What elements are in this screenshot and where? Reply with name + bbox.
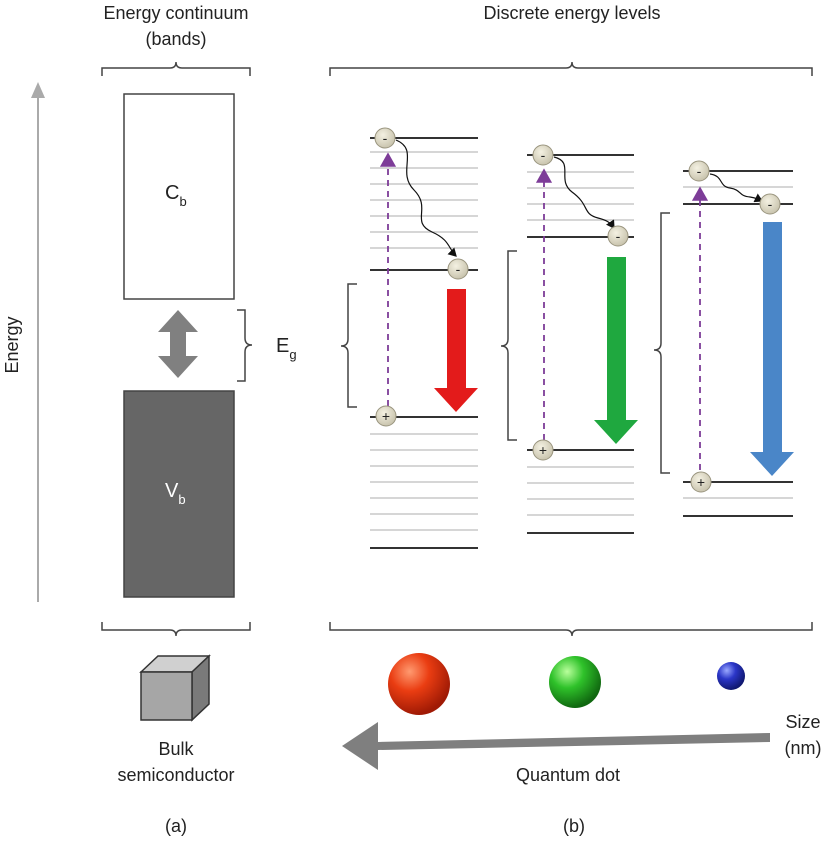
energy-axis-label: Energy: [2, 316, 22, 373]
hole-large: +: [375, 405, 397, 427]
conduction-band-label: Cb: [165, 182, 187, 209]
svg-text:-: -: [768, 196, 773, 212]
size-label: Size: [785, 712, 820, 732]
bandgap-label: Eg: [276, 335, 297, 362]
quantum-dot-large-red: [388, 653, 450, 715]
energy-axis-arrowhead: [31, 82, 45, 98]
size-arrow: [342, 722, 770, 770]
top-brace-bulk: [101, 61, 251, 76]
qd-relaxation-medium: [553, 156, 615, 229]
qd-gap-brace-medium: [500, 250, 517, 441]
electron-large-bottom: -: [447, 258, 469, 280]
svg-text:+: +: [539, 442, 547, 458]
continuum-heading-sub: (bands): [145, 29, 206, 49]
top-brace-quantum: [329, 61, 813, 76]
svg-text:-: -: [616, 228, 621, 244]
bottom-brace-quantum: [329, 622, 813, 637]
qd-gap-brace-large: [340, 283, 357, 408]
electron-small-bottom: -: [759, 193, 781, 215]
bulk-caption: Bulk: [158, 739, 194, 759]
electron-medium-top: -: [532, 144, 554, 166]
qd-emission-arrow-blue: [750, 222, 794, 476]
svg-text:-: -: [383, 130, 388, 146]
panel-b-label: (b): [563, 816, 585, 836]
qd-gap-brace-small: [653, 212, 670, 474]
quantum-dot-small-blue: [717, 662, 745, 690]
electron-large-top: -: [374, 127, 396, 149]
bulk-caption-sub: semiconductor: [117, 765, 234, 785]
svg-text:-: -: [456, 261, 461, 277]
discrete-heading: Discrete energy levels: [483, 3, 660, 23]
conduction-band: [123, 93, 235, 300]
svg-text:-: -: [697, 163, 702, 179]
bottom-brace-bulk: [101, 622, 251, 637]
svg-text:+: +: [697, 474, 705, 490]
electron-medium-bottom: -: [607, 225, 629, 247]
hole-small: +: [690, 471, 712, 493]
bulk-gap-brace: [237, 309, 253, 382]
valence-band: [123, 390, 235, 598]
quantum-dot-medium-green: [549, 656, 601, 708]
svg-text:-: -: [541, 147, 546, 163]
svg-text:+: +: [382, 408, 390, 424]
bulk-cube-icon: [139, 654, 211, 722]
electron-small-top: -: [688, 160, 710, 182]
qd-relaxation-small: [709, 173, 764, 203]
continuum-heading: Energy continuum: [103, 3, 248, 23]
qd-emission-arrow-green: [594, 257, 638, 444]
panel-a-label: (a): [165, 816, 187, 836]
valence-band-label: Vb: [165, 480, 186, 507]
bandgap-double-arrow: [158, 310, 198, 378]
size-unit: (nm): [785, 738, 822, 758]
hole-medium: +: [532, 439, 554, 461]
quantum-dot-caption: Quantum dot: [516, 765, 620, 785]
qd-emission-arrow-red: [434, 289, 478, 412]
qd-relaxation-large: [395, 139, 457, 257]
